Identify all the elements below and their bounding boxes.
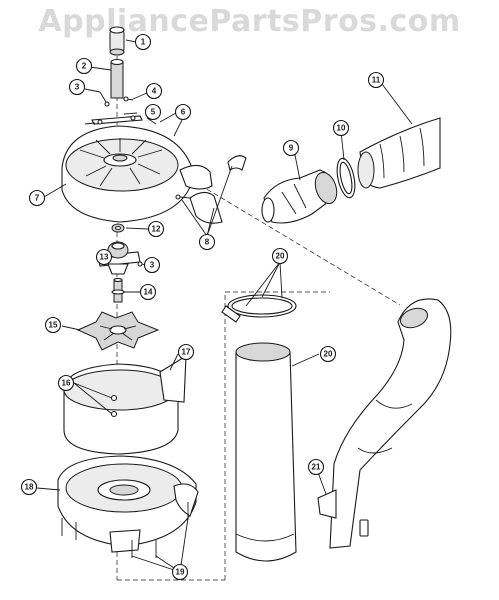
svg-text:3: 3 xyxy=(75,83,80,92)
svg-text:20: 20 xyxy=(324,350,333,359)
callout-3-lower: 3 xyxy=(143,256,161,274)
callout-18: 18 xyxy=(20,478,38,496)
callout-8: 8 xyxy=(198,233,216,251)
svg-text:7: 7 xyxy=(35,194,40,203)
svg-text:4: 4 xyxy=(152,87,157,96)
callout-3: 3 xyxy=(68,78,86,96)
svg-text:12: 12 xyxy=(152,225,161,234)
part-hose xyxy=(357,117,441,189)
callout-14: 14 xyxy=(139,283,157,301)
callout-1: 1 xyxy=(134,33,152,51)
callout-5: 5 xyxy=(144,103,162,121)
svg-text:16: 16 xyxy=(62,379,71,388)
svg-text:3: 3 xyxy=(150,261,155,270)
svg-text:9: 9 xyxy=(289,144,294,153)
svg-text:10: 10 xyxy=(337,124,346,133)
callout-13: 13 xyxy=(95,248,113,266)
part-lower-housing xyxy=(57,455,199,553)
callout-21: 21 xyxy=(307,458,325,476)
svg-text:11: 11 xyxy=(372,76,381,85)
svg-text:2: 2 xyxy=(82,62,87,71)
callout-16: 16 xyxy=(57,374,75,392)
part-spindle xyxy=(111,277,125,303)
svg-text:20: 20 xyxy=(276,252,285,261)
svg-text:17: 17 xyxy=(182,348,191,357)
svg-text:1: 1 xyxy=(141,38,146,47)
part-washer xyxy=(111,223,125,233)
part-screws-top xyxy=(84,91,183,137)
watermark-logo: AppliancePartsPros.com xyxy=(38,4,461,39)
part-upper-housing xyxy=(61,125,247,224)
part-pipe-clamp xyxy=(221,294,297,323)
callout-6: 6 xyxy=(174,103,192,121)
callout-4: 4 xyxy=(145,82,163,100)
svg-text:19: 19 xyxy=(176,568,185,577)
svg-text:13: 13 xyxy=(100,253,109,262)
callout-12: 12 xyxy=(147,220,165,238)
callout-9: 9 xyxy=(282,139,300,157)
svg-text:15: 15 xyxy=(49,321,58,330)
callout-10: 10 xyxy=(332,119,350,137)
callout-19: 19 xyxy=(171,563,189,581)
callout-20-clamp: 20 xyxy=(271,247,289,265)
callout-2: 2 xyxy=(75,57,93,75)
part-tall-pipe xyxy=(235,342,297,562)
svg-text:8: 8 xyxy=(205,238,210,247)
svg-text:21: 21 xyxy=(312,463,321,472)
callout-7: 7 xyxy=(28,189,46,207)
svg-text:18: 18 xyxy=(25,483,34,492)
part-elbow-pipe xyxy=(261,169,338,224)
svg-text:6: 6 xyxy=(181,108,186,117)
part-curved-spout xyxy=(317,298,452,549)
svg-text:5: 5 xyxy=(151,108,156,117)
callout-20-pipe: 20 xyxy=(319,345,337,363)
part-screws-19 xyxy=(61,502,189,558)
callout-15: 15 xyxy=(44,316,62,334)
callout-11: 11 xyxy=(367,71,385,89)
part-screws-8 xyxy=(175,194,191,200)
part-shaft-tube xyxy=(110,58,124,99)
part-cylinder-wrap xyxy=(63,354,187,455)
callout-17: 17 xyxy=(177,343,195,361)
part-impeller xyxy=(76,311,160,351)
svg-text:14: 14 xyxy=(144,288,153,297)
leader-lines xyxy=(36,39,413,573)
part-clamp-ring xyxy=(336,157,356,199)
part-top-fitting xyxy=(109,26,125,56)
